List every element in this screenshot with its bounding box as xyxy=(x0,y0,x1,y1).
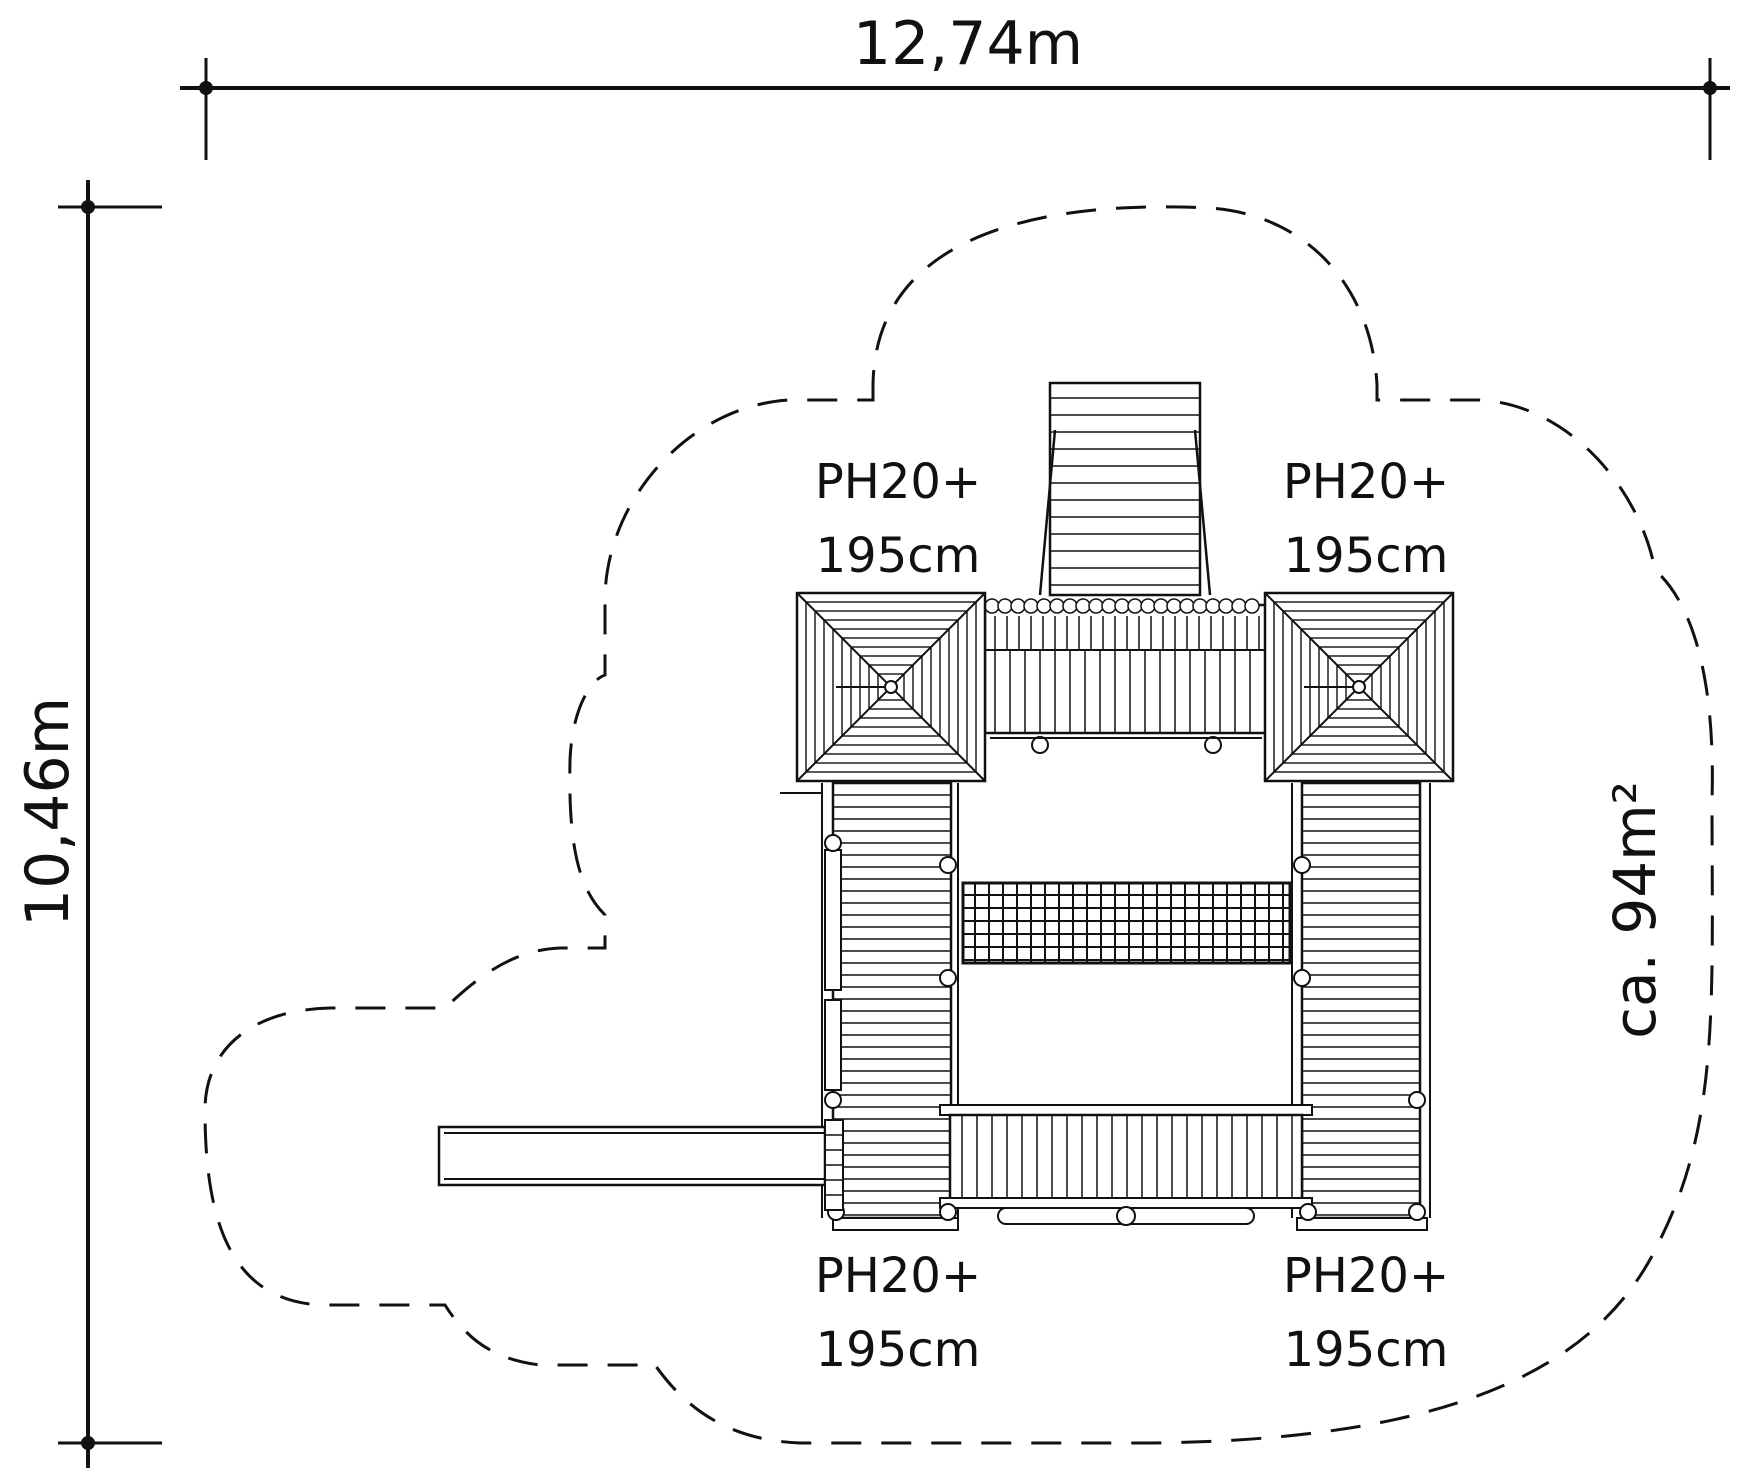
tower-code: PH20+ xyxy=(1283,1248,1449,1304)
tower-code: PH20+ xyxy=(815,454,981,510)
bottom-bridge xyxy=(939,1104,1313,1226)
left-walkway xyxy=(780,781,959,1220)
tower-label-top-left: PH20+ 195cm xyxy=(815,454,981,584)
safety-area-boundary xyxy=(203,205,1714,1445)
tower-height: 195cm xyxy=(816,1322,981,1378)
width-label: 12,74m xyxy=(853,9,1083,79)
tower-height: 195cm xyxy=(816,528,981,584)
depth-label: 10,46m xyxy=(13,697,83,927)
width-dimension: 12,74m xyxy=(180,9,1730,160)
play-structure xyxy=(437,381,1455,1231)
tower-code: PH20+ xyxy=(815,1248,981,1304)
net-bridge xyxy=(961,881,1292,965)
tower-height: 195cm xyxy=(1284,1322,1449,1378)
bottom-right-deck xyxy=(1296,1203,1428,1231)
right-walkway xyxy=(1291,781,1431,1220)
top-ramp xyxy=(1038,381,1212,597)
tower-code: PH20+ xyxy=(1283,454,1449,510)
tower-label-top-right: PH20+ 195cm xyxy=(1283,454,1449,584)
tower-label-bottom-right: PH20+ 195cm xyxy=(1283,1248,1449,1378)
tower-roof-top-left xyxy=(795,591,987,783)
slide xyxy=(437,1119,844,1211)
area-label: ca. 94m² xyxy=(1601,781,1669,1039)
depth-dimension: 10,46m xyxy=(13,180,162,1468)
tower-height: 195cm xyxy=(1284,528,1449,584)
tower-label-bottom-left: PH20+ 195cm xyxy=(815,1248,981,1378)
top-bridge xyxy=(983,598,1269,754)
tower-roof-top-right xyxy=(1263,591,1455,783)
